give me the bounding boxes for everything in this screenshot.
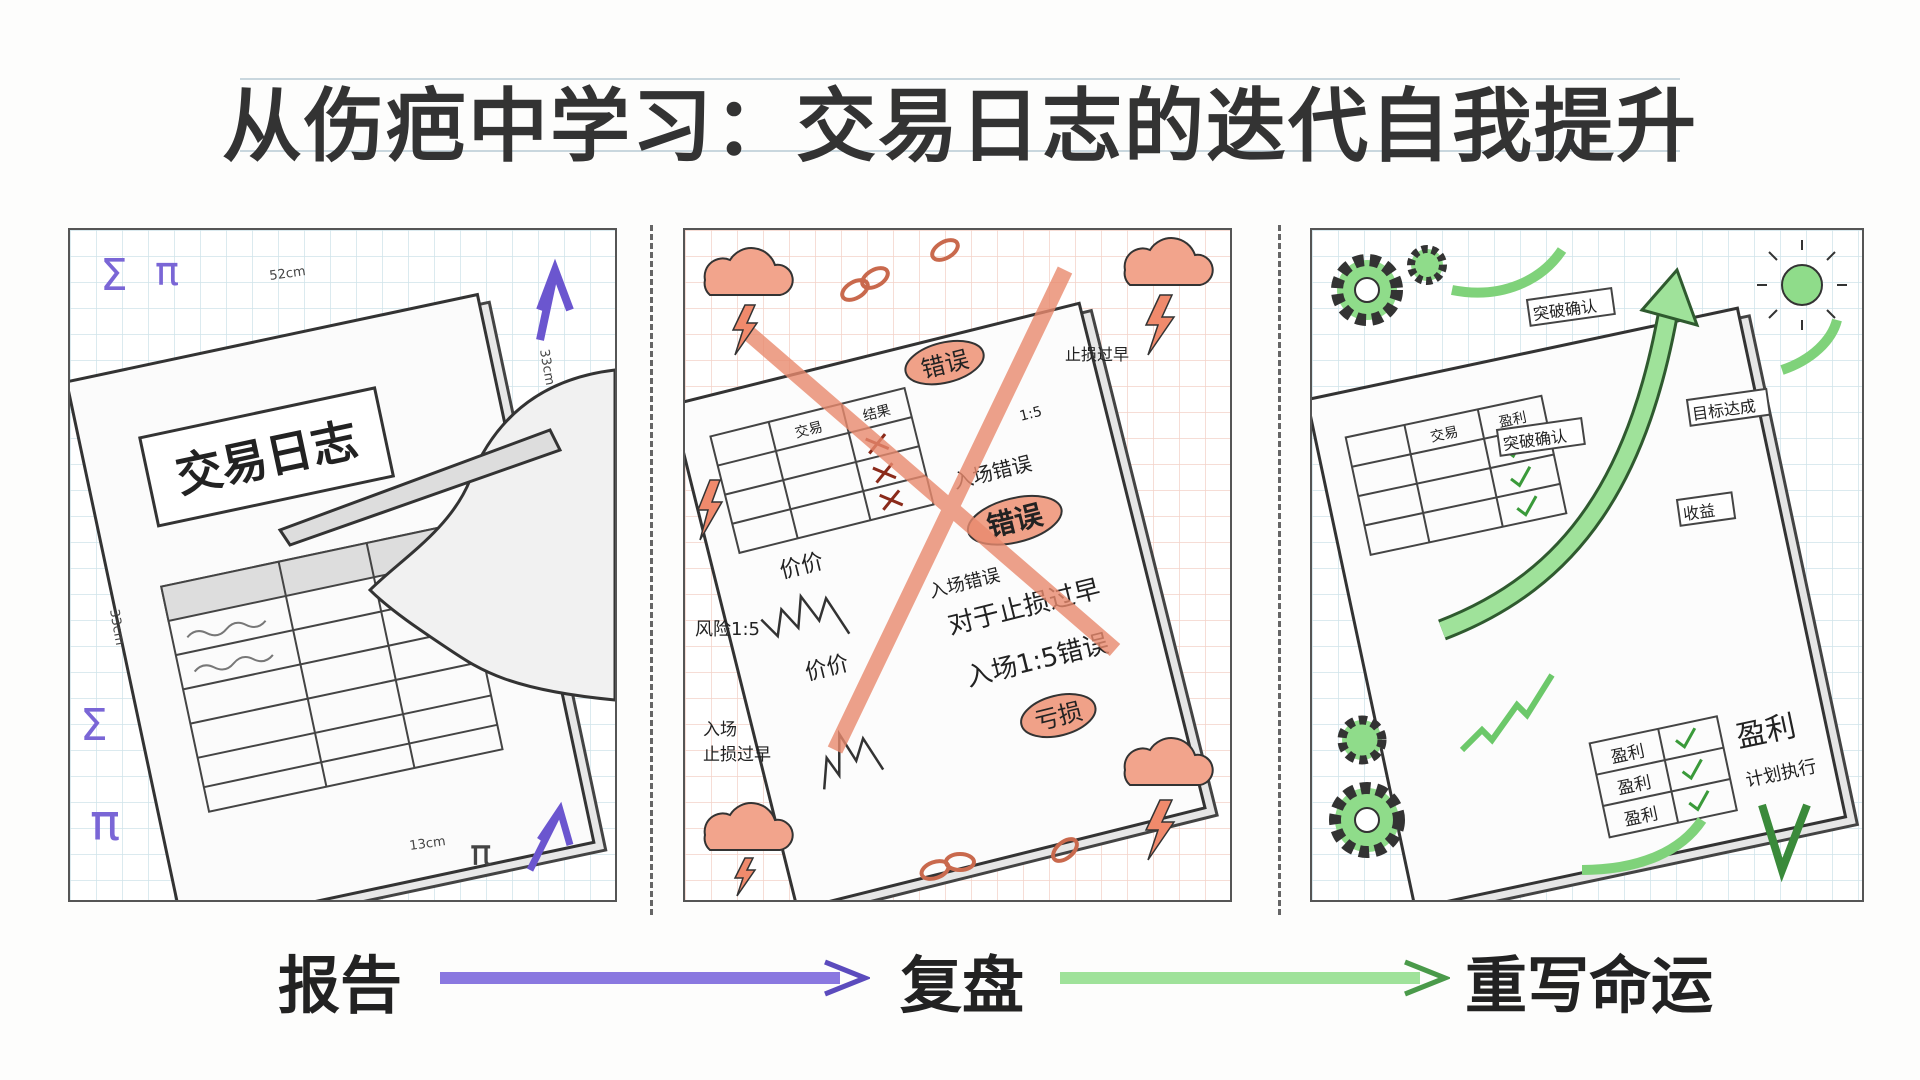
- arrow-right-icon: [1060, 959, 1450, 997]
- dimension-label: 33cm: [536, 348, 557, 386]
- panel-rewrite: 交易 盈利 盈利 盈利 盈利 盈利 计划执行 突破确认 目标达成 突破确认 收益: [1310, 228, 1864, 902]
- panel-report: 交易日志 Σ π Σ π π 52cm 33cm 33cm 13cm: [68, 228, 617, 902]
- title-rule-top: [240, 78, 1680, 80]
- check-icon: [1675, 727, 1710, 812]
- lightning-icon: [696, 294, 1176, 897]
- pi-icon: π: [155, 249, 179, 295]
- sigma-icon: Σ: [100, 250, 128, 301]
- profit-chart: [1459, 673, 1555, 753]
- step-report: 报告: [278, 949, 403, 1022]
- storm-cloud-icon: [703, 237, 1214, 851]
- page-title: 从伤疤中学习：交易日志的迭代自我提升: [222, 80, 1698, 173]
- stop-early-label: 止损过早: [703, 745, 771, 765]
- arrow-up-icon: [536, 258, 574, 341]
- report-illustration: 交易日志 Σ π Σ π π 52cm 33cm 33cm 13cm: [70, 230, 615, 900]
- panel-review: 交易 结果 错误 1:5 入场错误 错误 价价 入场错误 对于止损过早 入场1:…: [683, 228, 1232, 902]
- step-rewrite-destiny: 重写命运: [1465, 949, 1714, 1022]
- table-header: 结果: [861, 402, 892, 424]
- cross-mark-icon: [739, 266, 1121, 754]
- sigma-icon: Σ: [80, 700, 108, 751]
- title-rule-bottom: [240, 150, 1680, 152]
- gear-icon: [1329, 245, 1447, 858]
- step-review: 复盘: [900, 949, 1025, 1022]
- writing-hand-icon: [277, 368, 615, 702]
- arrow-right-icon: [440, 959, 870, 997]
- growth-arrow-icon: [1451, 247, 1567, 298]
- table-header: 交易: [1429, 423, 1460, 445]
- growth-arrow-icon: [1581, 817, 1707, 875]
- broken-chain-icon: [840, 238, 1079, 881]
- growth-arrow-icon: [1780, 318, 1842, 375]
- arrow-up-icon: [526, 801, 574, 872]
- take-profit-label: 收益: [1682, 501, 1716, 524]
- pi-icon: π: [90, 794, 120, 852]
- rewrite-illustration: 交易 盈利 盈利 盈利 盈利 盈利 计划执行 突破确认 目标达成 突破确认 收益: [1312, 230, 1862, 900]
- pi-icon: π: [470, 833, 492, 874]
- panel-divider: [650, 225, 653, 915]
- dimension-label: 33cm: [106, 608, 127, 646]
- growth-arrow-icon: [1439, 288, 1680, 638]
- risk-label: 风险1:5: [695, 619, 760, 640]
- stop-early-side-label: 止损过早: [1065, 345, 1129, 364]
- entry-label: 入场: [703, 720, 737, 740]
- dimension-label: 13cm: [408, 834, 446, 854]
- table-header: 交易: [793, 418, 824, 441]
- table-header: 盈利: [1497, 410, 1528, 431]
- ratio-label: 1:5: [1018, 404, 1044, 425]
- notebook: 交易 结果 错误 1:5 入场错误 错误 价价 入场错误 对于止损过早 入场1:…: [685, 301, 1219, 900]
- sun-icon: [1757, 240, 1847, 330]
- profit-table: [1588, 715, 1738, 839]
- victory-v-icon: [1758, 803, 1811, 883]
- panel-divider: [1278, 225, 1281, 915]
- dimension-label: 52cm: [268, 264, 306, 284]
- journal-table: [160, 523, 504, 813]
- review-illustration: 交易 结果 错误 1:5 入场错误 错误 价价 入场错误 对于止损过早 入场1:…: [685, 230, 1230, 900]
